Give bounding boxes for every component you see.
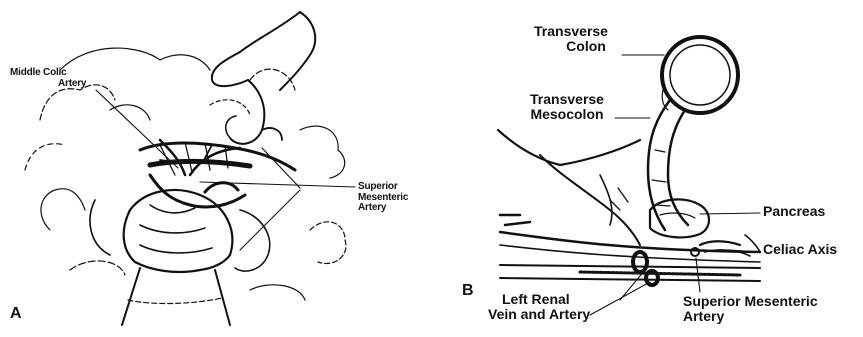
sma-a-line1: Superior xyxy=(358,182,408,193)
panel-a-letter: A xyxy=(10,305,22,323)
transverse-mesocolon-line1: Transverse xyxy=(512,92,622,107)
sma-a-line3: Artery xyxy=(358,203,408,214)
left-renal-line2: Vein and Artery xyxy=(488,307,590,322)
sma-b-line2: Artery xyxy=(683,309,818,324)
sma-b-line1: Superior Mesenteric xyxy=(683,294,818,309)
left-renal-vein-artery-label: Left Renal Vein and Artery xyxy=(498,292,590,321)
panel-a-drawing xyxy=(25,12,355,325)
transverse-mesocolon-line2: Mesocolon xyxy=(512,107,622,122)
middle-colic-line1: Middle Colic xyxy=(10,68,86,79)
transverse-colon-line1: Transverse xyxy=(516,24,626,39)
transverse-colon-line2: Colon xyxy=(516,39,626,54)
transverse-colon-label: Transverse Colon xyxy=(516,24,626,53)
middle-colic-artery-label: Middle Colic Artery xyxy=(10,68,86,89)
transverse-mesocolon-label: Transverse Mesocolon xyxy=(512,92,622,121)
middle-colic-line2: Artery xyxy=(10,79,86,90)
panel-b-drawing xyxy=(498,37,760,315)
celiac-axis-label: Celiac Axis xyxy=(763,242,837,257)
left-renal-line1: Left Renal xyxy=(498,292,590,307)
superior-mesenteric-artery-label-b: Superior Mesenteric Artery xyxy=(683,294,818,323)
superior-mesenteric-artery-label-a: Superior Mesenteric Artery xyxy=(358,182,408,214)
pancreas-label: Pancreas xyxy=(763,204,825,219)
panel-b-letter: B xyxy=(462,282,474,300)
